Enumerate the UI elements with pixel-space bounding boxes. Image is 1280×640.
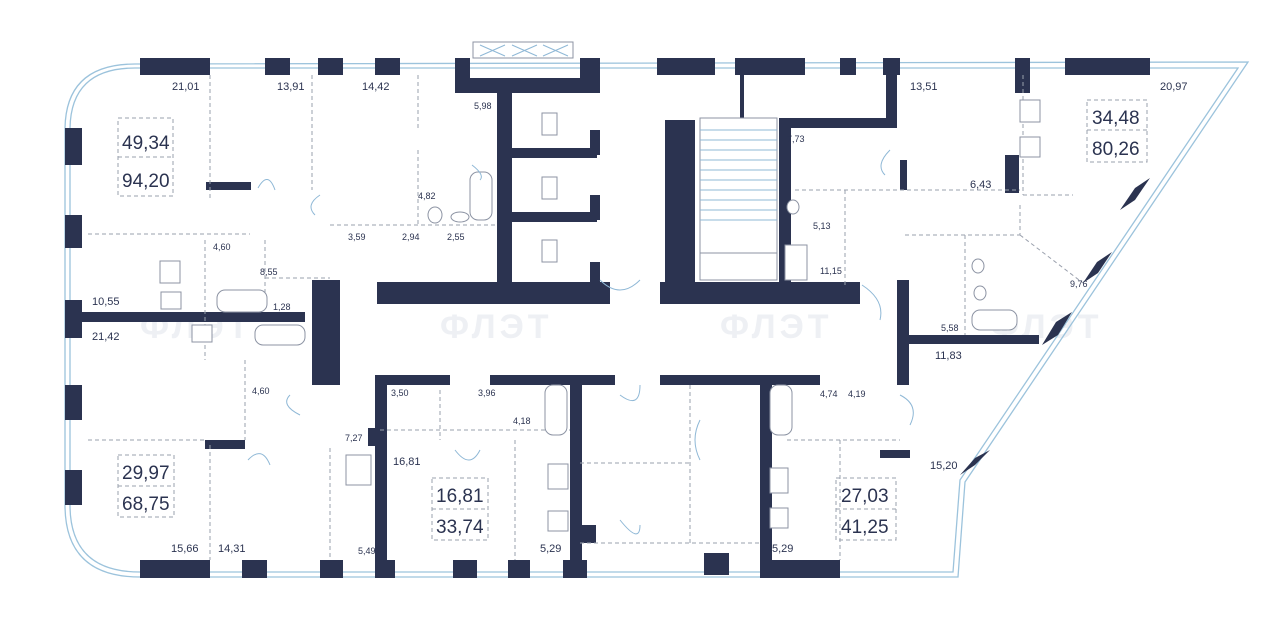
svg-text:ФЛЭТ: ФЛЭТ: [720, 308, 833, 346]
svg-text:68,75: 68,75: [122, 494, 170, 515]
room-area: 15,20: [930, 460, 958, 472]
room-area: 4,82: [418, 191, 436, 201]
apartment-area-box: 34,48 80,26: [1086, 99, 1148, 163]
exterior-walls: [65, 58, 1150, 578]
svg-text:80,26: 80,26: [1092, 139, 1140, 160]
room-area: 9,76: [1070, 279, 1088, 289]
room-area: 2,94: [402, 232, 420, 242]
room-area: 5,13: [813, 221, 831, 231]
stair: [699, 117, 778, 281]
partitions: [88, 75, 1084, 560]
room-area: 1,28: [273, 302, 291, 312]
doors: [247, 149, 914, 535]
apartment-area-box: 27,03 41,25: [835, 477, 897, 541]
room-area: 13,51: [910, 81, 938, 93]
room-area: 14,31: [218, 543, 246, 555]
svg-text:16,81: 16,81: [436, 486, 484, 507]
svg-text:49,34: 49,34: [122, 133, 170, 154]
room-area: 14,42: [362, 81, 390, 93]
room-area: 4,60: [213, 242, 231, 252]
room-area: 10,55: [92, 296, 120, 308]
facade-glazing: [64, 61, 1250, 578]
room-area: 5,98: [474, 101, 492, 111]
svg-text:94,20: 94,20: [122, 171, 170, 192]
room-area: 3,59: [348, 232, 366, 242]
stove-icon: [191, 324, 213, 343]
room-area: 21,01: [172, 81, 200, 93]
balcony: [472, 41, 574, 59]
svg-text:27,03: 27,03: [841, 486, 889, 507]
room-area: 5,29: [540, 543, 561, 555]
room-area: 7,27: [345, 433, 363, 443]
room-area: 4,60: [252, 386, 270, 396]
room-area: 6,43: [970, 179, 991, 191]
room-area: 5,29: [772, 543, 793, 555]
room-area: 20,97: [1160, 81, 1188, 93]
elevators: [541, 112, 558, 263]
apartment-area-box: 29,97 68,75: [117, 454, 175, 518]
room-area: 11,83: [935, 350, 962, 362]
svg-text:34,48: 34,48: [1092, 108, 1140, 129]
room-area: 3,50: [391, 388, 409, 398]
interior-walls: [70, 75, 1039, 573]
room-area: 21,42: [92, 331, 120, 343]
room-area: 13,91: [277, 81, 305, 93]
room-area: 2,55: [447, 232, 465, 242]
room-area: 4,74: [820, 389, 838, 399]
room-area: 3,96: [478, 388, 496, 398]
room-area: 8,55: [260, 267, 278, 277]
svg-text:41,25: 41,25: [841, 517, 889, 538]
svg-text:29,97: 29,97: [122, 463, 170, 484]
svg-text:ФЛЭТ: ФЛЭТ: [440, 308, 553, 346]
room-area: 11,15: [820, 266, 842, 276]
room-area: 5,58: [941, 323, 959, 333]
apartment-area-box: 49,34 94,20: [117, 117, 174, 197]
room-area: 16,81: [393, 456, 421, 468]
svg-text:33,74: 33,74: [436, 517, 484, 538]
room-area: 7,73: [787, 134, 805, 144]
apartment-area-box: 16,81 33,74: [431, 477, 489, 541]
room-area: 15,66: [171, 543, 199, 555]
room-area: 5,49: [358, 546, 376, 556]
room-area: 4,18: [513, 416, 531, 426]
room-area-labels: 21,01 13,91 14,42 5,98 13,51 20,97 7,73 …: [92, 81, 1188, 556]
stove-icon: [160, 291, 182, 310]
fixtures: [159, 99, 1041, 532]
room-area: 4,19: [848, 389, 866, 399]
kitchen-sink-icon: [159, 260, 181, 284]
